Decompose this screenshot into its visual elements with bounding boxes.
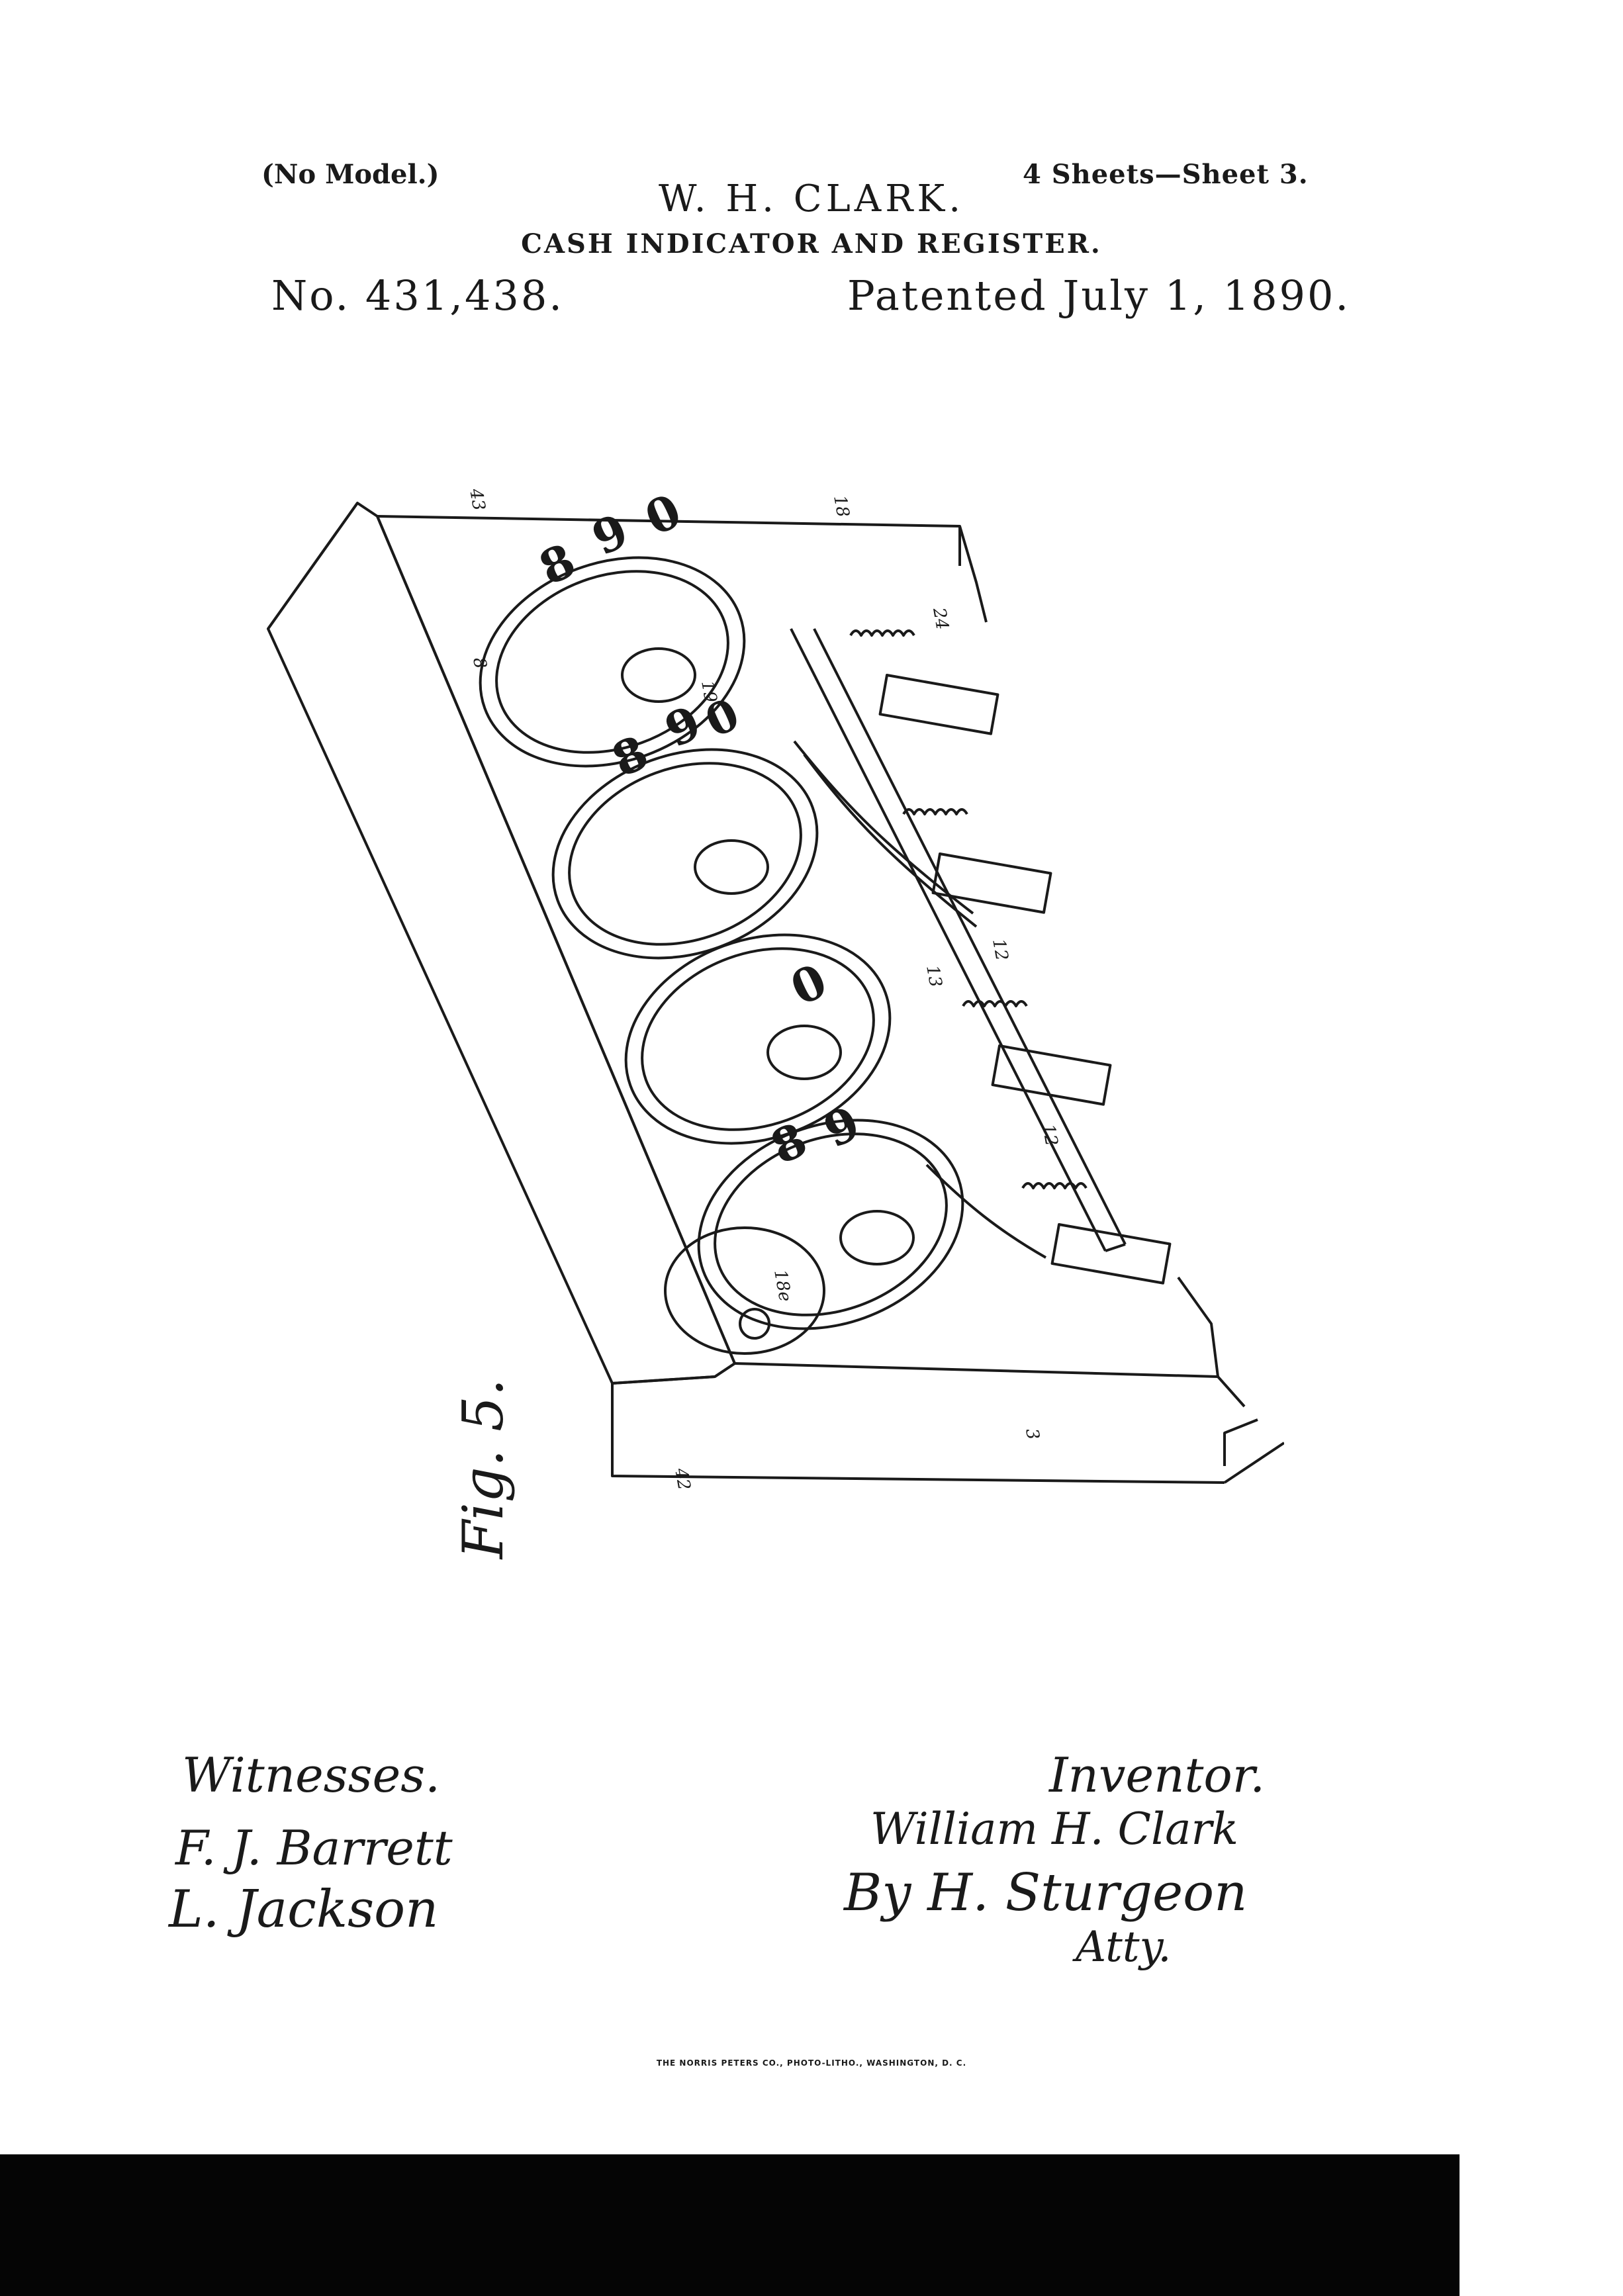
inventor-name: W. H. CLARK. <box>658 177 965 220</box>
indicator-wheels <box>479 556 1046 1355</box>
scan-border-bar <box>0 2154 1460 2296</box>
svg-text:12: 12 <box>1038 1123 1061 1148</box>
svg-text:0: 0 <box>782 953 835 1017</box>
rack-bar <box>790 628 1172 1285</box>
figure-label: Fig. 5. <box>437 1357 530 1575</box>
witnesses-heading: Witnesses. <box>182 1747 441 1803</box>
svg-text:18: 18 <box>829 494 853 519</box>
svg-text:12: 12 <box>988 937 1011 962</box>
frame <box>267 502 1284 1484</box>
attorney-abbrev: Atty. <box>1076 1923 1172 1972</box>
svg-text:43: 43 <box>465 486 488 512</box>
svg-text:24: 24 <box>929 606 952 631</box>
svg-text:8: 8 <box>469 656 490 670</box>
svg-text:13: 13 <box>922 964 945 989</box>
svg-text:9: 9 <box>815 1095 868 1159</box>
patent-number: No. 431,438. <box>271 271 564 320</box>
sheet-number: 4 Sheets—Sheet 3. <box>1023 159 1309 190</box>
inventor-heading: Inventor. <box>1049 1747 1266 1803</box>
svg-text:0: 0 <box>637 483 689 547</box>
reference-labels: 43 18 24 8 19 13 12 12 18e 42 3 <box>465 486 1061 1492</box>
svg-text:19: 19 <box>697 679 720 704</box>
no-model-label: (No Model.) <box>261 159 440 190</box>
svg-text:42: 42 <box>671 1466 694 1492</box>
patent-drawing: 8 9 0 8 9 0 0 9 8 43 18 24 8 19 13 12 12… <box>267 483 1284 1492</box>
attorney-by-line: By H. Sturgeon <box>844 1863 1248 1923</box>
svg-text:8: 8 <box>604 725 656 788</box>
svg-text:8: 8 <box>531 533 583 596</box>
patent-title: CASH INDICATOR AND REGISTER. <box>521 228 1102 259</box>
witness-signature-1: F. J. Barrett <box>175 1820 453 1876</box>
svg-text:8: 8 <box>763 1112 815 1175</box>
patent-date: Patented July 1, 1890. <box>847 271 1351 320</box>
figure-label-text: Fig. 5. <box>451 1378 516 1559</box>
printer-imprint: THE NORRIS PETERS CO., PHOTO-LITHO., WAS… <box>656 2058 967 2068</box>
witness-signature-2: L. Jackson <box>169 1880 439 1939</box>
svg-text:9: 9 <box>584 503 636 567</box>
svg-text:18e: 18e <box>770 1268 795 1303</box>
svg-text:3: 3 <box>1021 1427 1043 1442</box>
inventor-signature: William H. Clark <box>870 1804 1239 1855</box>
